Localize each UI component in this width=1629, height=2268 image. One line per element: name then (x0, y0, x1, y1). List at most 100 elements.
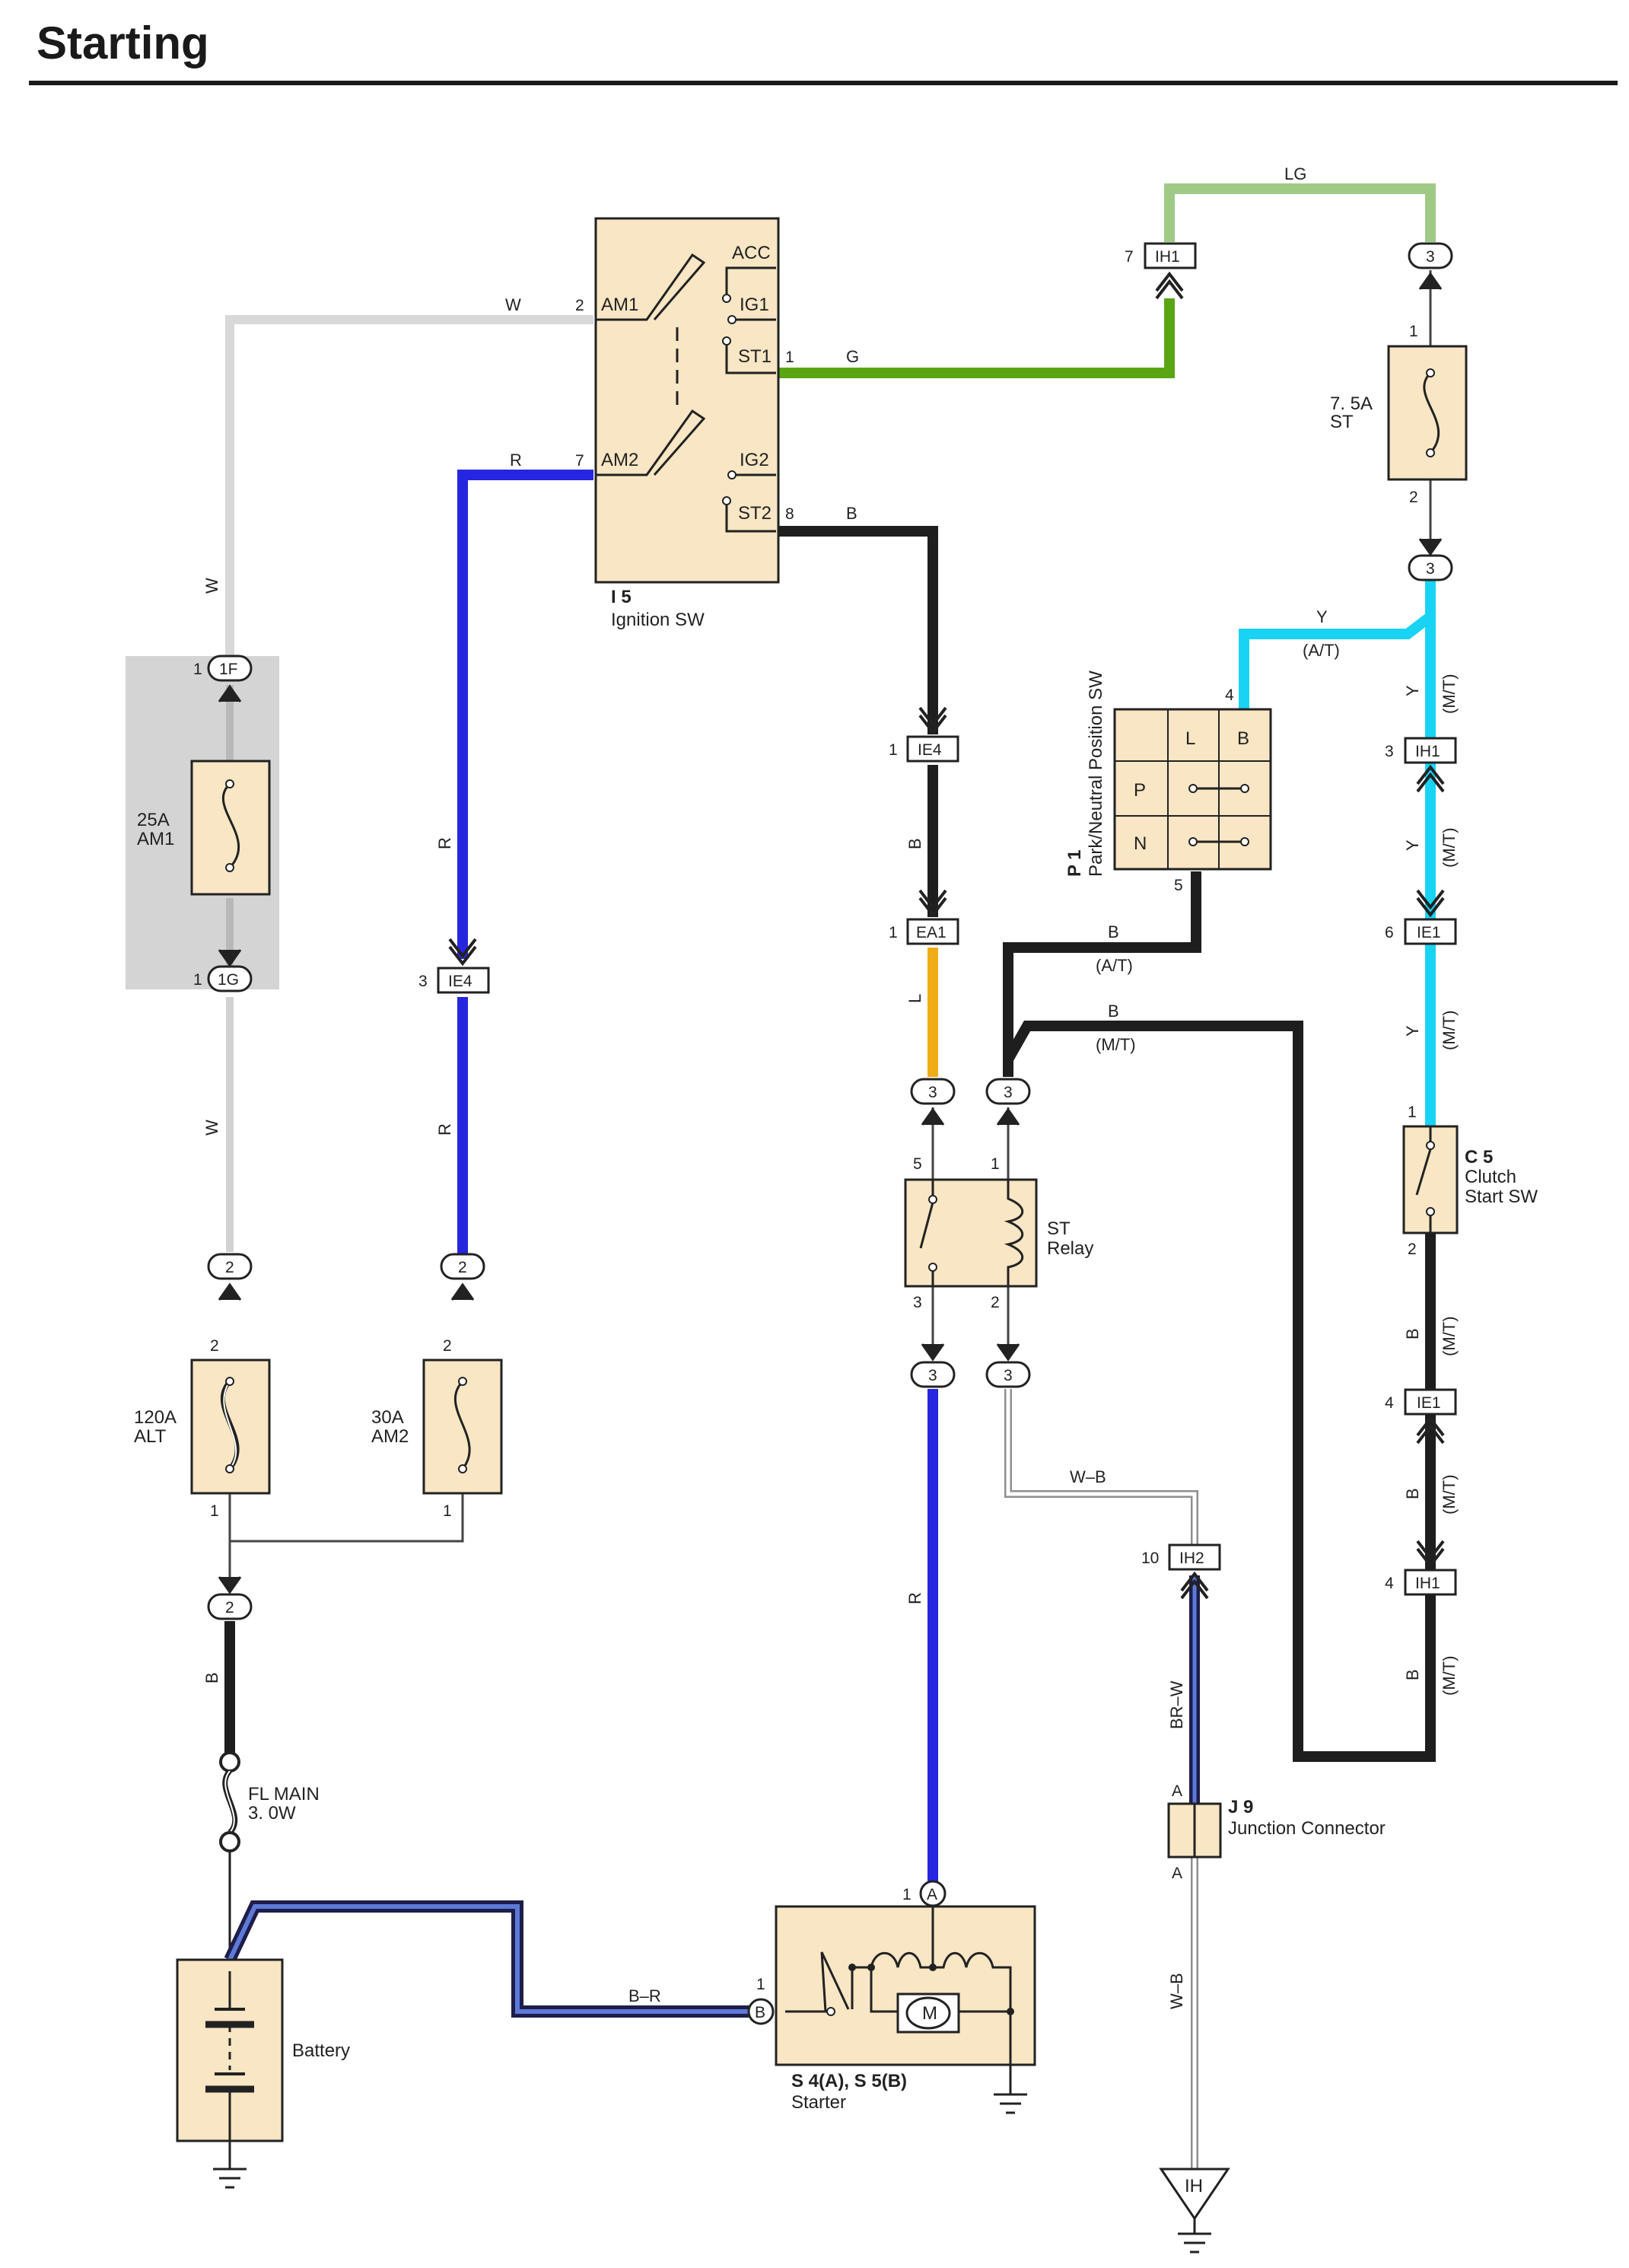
conn-oval-3-relay-l-arrow (921, 1107, 945, 1126)
label-w-vert-2: W (202, 1120, 221, 1136)
conn-ea1-pin: 1 (889, 924, 898, 941)
starter-term-a-circle (919, 1880, 947, 1907)
ign-term-st2: ST2 (738, 503, 772, 524)
conn-ih2-arrow (1180, 1571, 1209, 1600)
label-y-mt-2: Y (1403, 839, 1422, 851)
conn-oval-3-below-r (985, 1361, 1031, 1388)
label-r-starter: R (905, 1592, 924, 1604)
battery-ground-icon (213, 2168, 247, 2189)
label-r-top: R (510, 451, 522, 470)
starter-pin-a: 1 (902, 1886, 912, 1903)
wire-w-am1 (225, 315, 593, 656)
conn-oval-2-w-label: 2 (225, 1259, 234, 1276)
conn-ie4-r-arrow (448, 938, 477, 967)
fl-main-name: FL MAIN (248, 1784, 320, 1805)
junction-term-bottom: A (1172, 1865, 1182, 1882)
ign-pin-st2: 8 (785, 505, 794, 523)
starter-name: Starter (791, 2092, 846, 2113)
conn-ih2-label: IH2 (1179, 1550, 1204, 1567)
fuse-st-name: ST (1330, 412, 1354, 432)
conn-oval-3-below-r-label: 3 (1004, 1367, 1013, 1384)
conn-oval-st-bottom-arrow (1418, 538, 1443, 556)
label-y-mt-1: Y (1403, 685, 1422, 696)
conn-ie1-y-label: IE1 (1417, 924, 1441, 941)
ign-id: I 5 (611, 587, 632, 607)
label-r-vert-2: R (435, 1123, 454, 1136)
clutch-name-line1: Clutch (1465, 1167, 1516, 1187)
conn-oval-2-alt-label: 2 (225, 1599, 234, 1617)
label-br-starter: B–R (628, 1986, 661, 2005)
conn-oval-st-top-arrow (1418, 272, 1443, 290)
clutch-id: C 5 (1465, 1147, 1493, 1167)
conn-ie4-b-label: IE4 (918, 741, 942, 759)
clutch-name-line2: Start SW (1465, 1187, 1538, 1207)
pnp-name: Park/Neutral Position SW (1086, 671, 1106, 877)
label-mt-b-2: (M/T) (1440, 1474, 1459, 1515)
conn-1f (207, 655, 253, 682)
label-mt-b-1: (M/T) (1440, 1316, 1459, 1356)
conn-ih1-top (1144, 242, 1197, 269)
fuse-am1-rating: 25A (137, 810, 170, 830)
wire-b-mt (1003, 1021, 1436, 1762)
conn-oval-st-top-label: 3 (1426, 248, 1435, 266)
conn-ie1-b-label: IE1 (1417, 1394, 1441, 1412)
conn-ih1-b-label: IH1 (1415, 1575, 1440, 1592)
ign-term-ig1: IG1 (740, 295, 769, 315)
pnp-switch (1113, 708, 1272, 871)
ign-pin-am1: 2 (575, 297, 584, 314)
conn-ie4-b-arrow (918, 706, 947, 735)
conn-ea1 (906, 918, 959, 945)
fuse-alt-rating: 120A (134, 1407, 177, 1428)
fl-main-rating: 3. 0W (248, 1803, 296, 1824)
title-rule (29, 81, 1618, 85)
fuse-alt-pin-top: 2 (210, 1337, 219, 1355)
label-b-battery: B (202, 1672, 221, 1683)
conn-oval-3-below-l (910, 1361, 956, 1388)
junction-id: J 9 (1228, 1797, 1253, 1817)
fuse-alt (190, 1359, 271, 1495)
label-b-at: B (1108, 922, 1119, 941)
label-r-vert-1: R (435, 837, 454, 849)
wire-b-st2 (779, 526, 938, 734)
ign-name: Ignition SW (611, 610, 705, 630)
conn-ih2 (1168, 1543, 1221, 1571)
relay-pin-5: 5 (913, 1155, 922, 1173)
conn-oval-3-relay-r-arrow (996, 1107, 1020, 1126)
label-mt-b: (M/T) (1096, 1035, 1136, 1054)
conn-oval-st-bottom-label: 3 (1426, 560, 1435, 578)
label-mt-y-3: (M/T) (1440, 1010, 1459, 1050)
starter-motor-m: M (922, 2003, 937, 2024)
conn-1g-pin: 1 (193, 971, 202, 989)
ign-pin-am2: 7 (575, 452, 584, 470)
wire-br-starter (224, 1900, 759, 2018)
label-wb-ground: W–B (1167, 1973, 1186, 2009)
wire-g-st1 (779, 298, 1175, 378)
relay-pin-3: 3 (913, 1294, 922, 1311)
label-b-st2: B (846, 504, 857, 523)
fuse-am1-name: AM1 (137, 829, 174, 849)
fuse-st-pin-bottom: 2 (1409, 489, 1418, 506)
conn-oval-st-top (1408, 242, 1453, 269)
conn-ie1-y-arrow (1416, 889, 1445, 918)
label-b-mt: B (1108, 1002, 1119, 1021)
label-w-top: W (505, 295, 521, 314)
conn-ih1-top-pin: 7 (1125, 248, 1134, 266)
pnp-id: P 1 (1064, 849, 1085, 877)
label-l: L (905, 994, 924, 1003)
label-at-b: (A/T) (1096, 956, 1133, 975)
conn-ie1-b-pin: 4 (1385, 1394, 1394, 1412)
conn-ie4-r-label: IE4 (448, 973, 472, 990)
conn-oval-3-relay-l-label: 3 (928, 1084, 937, 1101)
label-at-y: (A/T) (1303, 641, 1340, 660)
pnp-col-l: L (1185, 728, 1195, 749)
clutch-pin-bottom: 2 (1408, 1241, 1417, 1258)
conn-ih2-pin: 10 (1141, 1550, 1159, 1567)
conn-oval-3-relay-l (910, 1078, 956, 1105)
fuse-am2-rating: 30A (371, 1407, 404, 1428)
fuse-am2 (422, 1359, 503, 1495)
starter-term-a: A (927, 1886, 937, 1903)
label-mt-y-2: (M/T) (1440, 827, 1459, 868)
wire-b-at (1003, 871, 1201, 1077)
conn-ea1-label: EA1 (916, 924, 947, 941)
conn-ie4-b (906, 735, 959, 763)
